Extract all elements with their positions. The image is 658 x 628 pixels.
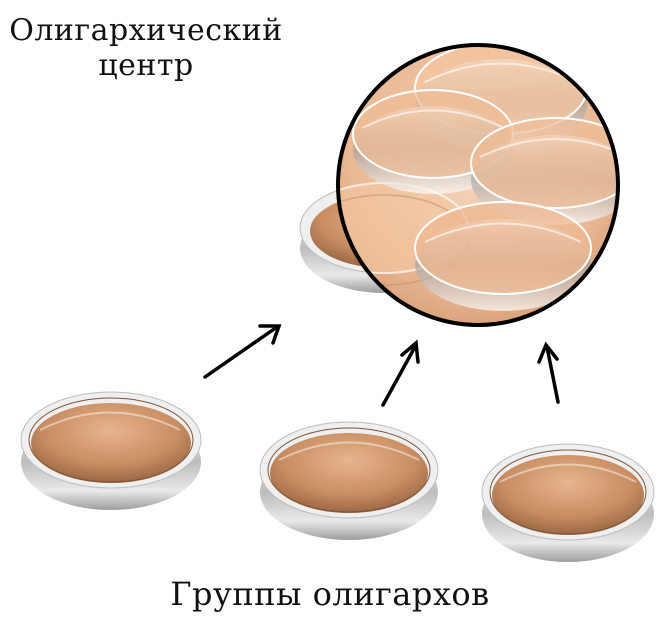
petri-dish-icon [482, 444, 654, 562]
petri-dish-icon [260, 422, 438, 540]
arrow-icon [539, 345, 558, 402]
oligarchic-center [300, 42, 639, 325]
arrow-icon [383, 343, 418, 405]
petri-dish-icon [21, 392, 201, 510]
arrow-icon [205, 326, 279, 377]
oligarch-groups-caption: Группы олигархов [130, 576, 530, 613]
